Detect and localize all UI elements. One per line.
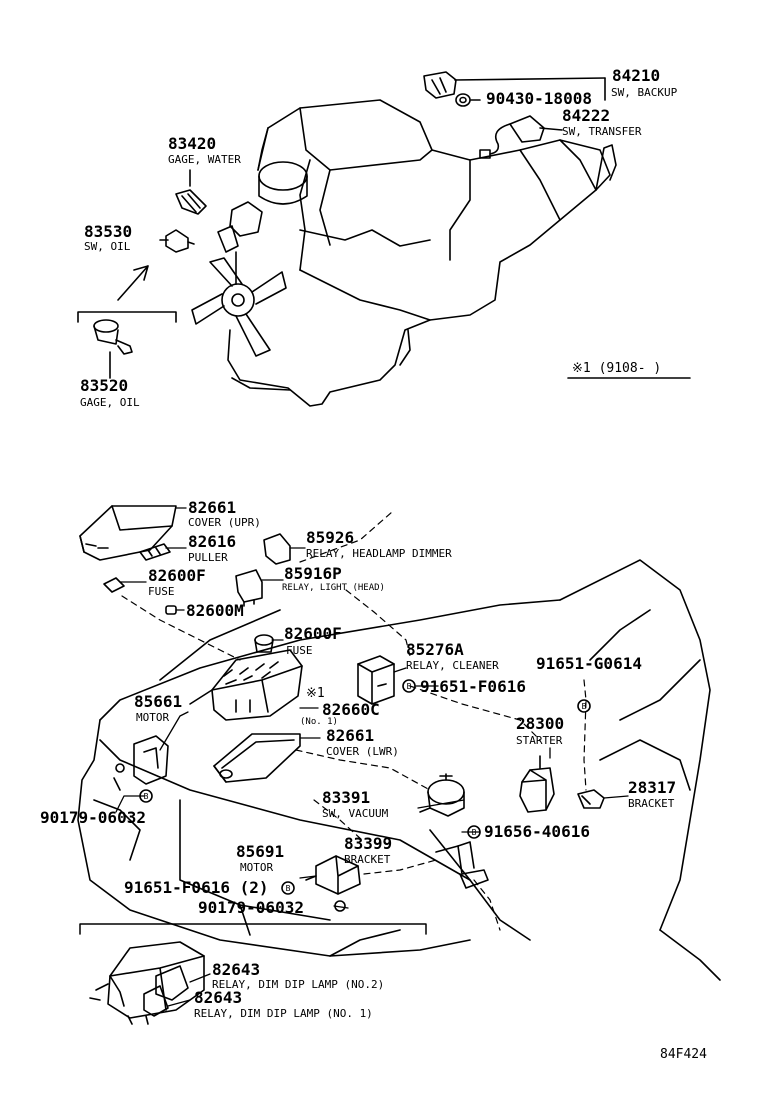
part-82660c-number: 82660C (322, 700, 380, 719)
part-82600f-1-name: FUSE (148, 585, 175, 598)
part-85916p-number: 85916P (284, 564, 342, 583)
part-82643-b-name: RELAY, DIM DIP LAMP (NO. 1) (194, 1007, 373, 1020)
fuse-box-drawing (189, 649, 303, 721)
part-85926-number: 85926 (306, 528, 355, 547)
part-84210-name: SW, BACKUP (611, 86, 678, 99)
part-82660c-mark: ※1 (306, 686, 325, 701)
part-84222-name: SW, TRANSFER (562, 125, 642, 138)
bracket-28317-drawing (577, 789, 605, 809)
oil-gage-drawing (93, 319, 133, 355)
fuse-cover-lower-drawing (213, 733, 301, 783)
part-82600m-number: 82600M (186, 601, 244, 620)
note-mark: ※1 (572, 361, 591, 376)
part-82643-a-number: 82643 (212, 960, 261, 979)
part-82600f-2-name: FUSE (286, 644, 313, 657)
part-83530-name: SW, OIL (84, 240, 131, 253)
svg-text:B: B (407, 682, 412, 691)
small-fuse-drawing (165, 605, 177, 615)
part-91651-f0616-number: 91651-F0616 (420, 677, 526, 696)
part-85276a-name: RELAY, CLEANER (406, 659, 499, 672)
figure-code: 84F424 (660, 1047, 707, 1062)
part-82600f-2-number: 82600F (284, 624, 342, 643)
transfer-switch-drawing (479, 115, 545, 159)
svg-text:B: B (286, 884, 291, 893)
part-82661-lower-number: 82661 (326, 726, 375, 745)
part-90430-number: 90430-18008 (486, 89, 592, 108)
part-82600f-1-number: 82600F (148, 566, 206, 585)
puller-drawing (139, 543, 171, 561)
vacuum-switch-drawing (419, 773, 465, 817)
engine-block-drawing (191, 99, 617, 407)
svg-text:B: B (144, 792, 149, 801)
dim-dip-relays-drawing (89, 941, 205, 1025)
part-83391-number: 83391 (322, 788, 371, 807)
part-28317-name: BRACKET (628, 797, 675, 810)
part-85661-number: 85661 (134, 692, 183, 711)
oil-switch-drawing (165, 229, 195, 253)
part-85276a-number: 85276A (406, 640, 464, 659)
applicability-note: ※1 (9108- ) (572, 362, 661, 375)
part-90179-b-number: 90179-06032 (198, 898, 304, 917)
part-83420-number: 83420 (168, 134, 217, 153)
backup-switch-drawing (423, 71, 471, 107)
part-91656-number: 91656-40616 (484, 822, 590, 841)
part-83520-number: 83520 (80, 376, 129, 395)
light-relay-drawing (235, 569, 263, 607)
note-range: (9108- ) (598, 361, 662, 376)
part-28317-number: 28317 (628, 778, 677, 797)
part-85691-name: MOTOR (240, 861, 274, 874)
fuse-cover-upper-drawing (79, 505, 177, 561)
part-82643-a-name: RELAY, DIM DIP LAMP (NO.2) (212, 978, 385, 991)
part-83530-number: 83530 (84, 222, 133, 241)
part-28300-number: 28300 (516, 714, 565, 733)
part-91651-f0616-2-number: 91651-F0616 (2) (124, 878, 269, 897)
bracket-83399-drawing (435, 841, 489, 889)
part-83420-name: GAGE, WATER (168, 153, 241, 166)
part-85926-name: RELAY, HEADLAMP DIMMER (306, 547, 452, 560)
part-90179-a-number: 90179-06032 (40, 808, 146, 827)
part-82661-upper-number: 82661 (188, 498, 237, 517)
part-85916p-name: RELAY, LIGHT (HEAD) (282, 583, 385, 593)
part-82616-name: PULLER (188, 551, 228, 564)
engine-room-drawing (77, 559, 721, 981)
part-83399-number: 83399 (344, 834, 393, 853)
part-85691-number: 85691 (236, 842, 285, 861)
part-84222-number: 84222 (562, 106, 611, 125)
part-85661-name: MOTOR (136, 711, 170, 724)
part-82643-b-number: 82643 (194, 988, 243, 1007)
svg-text:B: B (472, 828, 477, 837)
headlamp-relay-drawing (263, 533, 291, 565)
part-83399-name: BRACKET (344, 853, 391, 866)
part-83520-name: GAGE, OIL (80, 396, 140, 409)
svg-text:B: B (582, 702, 587, 711)
part-82661-upper-name: COVER (UPR) (188, 516, 261, 529)
part-91651-g0614-number: 91651-G0614 (536, 654, 642, 673)
part-84210-number: 84210 (612, 66, 661, 85)
part-82661-lower-name: COVER (LWR) (326, 745, 399, 758)
water-gage-drawing (175, 189, 207, 215)
part-83391-name: SW, VACUUM (322, 807, 389, 820)
part-28300-name: STARTER (516, 734, 563, 747)
fuse-drawing (103, 577, 125, 593)
part-82616-number: 82616 (188, 532, 237, 551)
starter-drawing (519, 755, 555, 813)
part-82660c-name: (No. 1) (300, 717, 338, 727)
cleaner-relay-drawing (357, 655, 395, 705)
